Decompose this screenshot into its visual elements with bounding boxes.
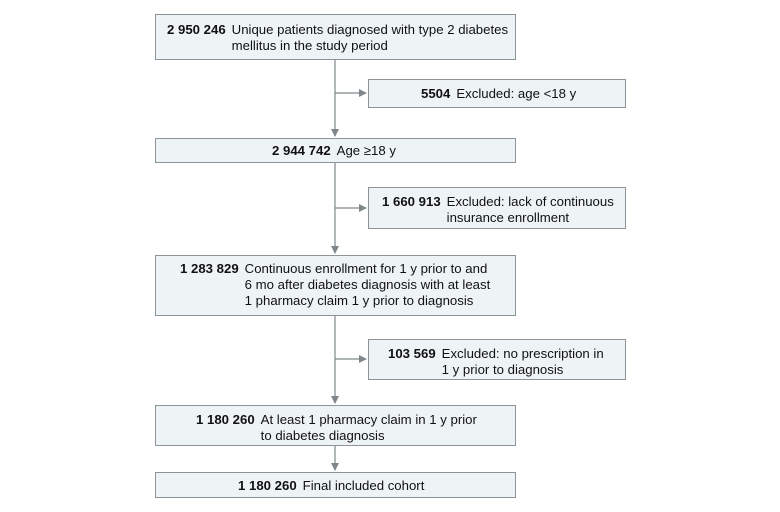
- box-count: 2 944 742: [272, 143, 331, 158]
- box-count: 1 180 260: [196, 412, 255, 427]
- box-excluded-enrollment: 1 660 913 Excluded: lack of continuous i…: [368, 187, 626, 229]
- box-count: 1 180 260: [238, 478, 297, 493]
- box-age-18: 2 944 742 Age ≥18 y: [155, 138, 516, 163]
- box-text: Excluded: lack of continuous insurance e…: [446, 194, 614, 225]
- box-count: 2 950 246: [167, 22, 226, 37]
- box-text: At least 1 pharmacy claim in 1 y prior t…: [260, 412, 477, 443]
- box-text: Unique patients diagnosed with type 2 di…: [231, 22, 509, 53]
- box-count: 1 660 913: [382, 194, 441, 209]
- box-excluded-age: 5504 Excluded: age <18 y: [368, 79, 626, 108]
- box-final-cohort: 1 180 260 Final included cohort: [155, 472, 516, 498]
- box-count: 1 283 829: [180, 261, 239, 276]
- box-text: Excluded: no prescription in 1 y prior t…: [441, 346, 604, 377]
- box-excluded-prescription: 103 569 Excluded: no prescription in 1 y…: [368, 339, 626, 380]
- box-text: Continuous enrollment for 1 y prior to a…: [244, 261, 491, 308]
- box-text: Age ≥18 y: [336, 143, 396, 158]
- box-count: 103 569: [388, 346, 436, 361]
- box-text: Final included cohort: [302, 478, 425, 493]
- box-unique-patients: 2 950 246 Unique patients diagnosed with…: [155, 14, 516, 60]
- box-pharmacy-claim: 1 180 260 At least 1 pharmacy claim in 1…: [155, 405, 516, 446]
- box-count: 5504: [421, 86, 451, 101]
- box-continuous-enrollment: 1 283 829 Continuous enrollment for 1 y …: [155, 255, 516, 316]
- box-text: Excluded: age <18 y: [456, 86, 577, 101]
